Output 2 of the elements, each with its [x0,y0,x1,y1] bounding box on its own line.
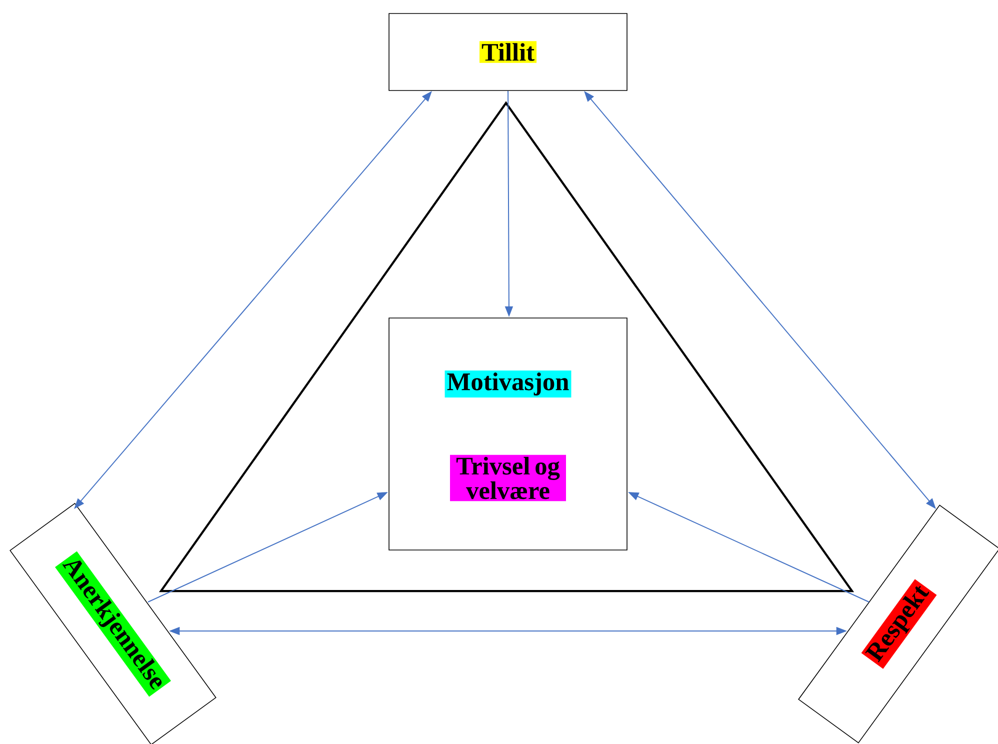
center-box: Motivasjon Trivsel og velvære [388,318,628,550]
label-box: Tillit [388,13,628,91]
